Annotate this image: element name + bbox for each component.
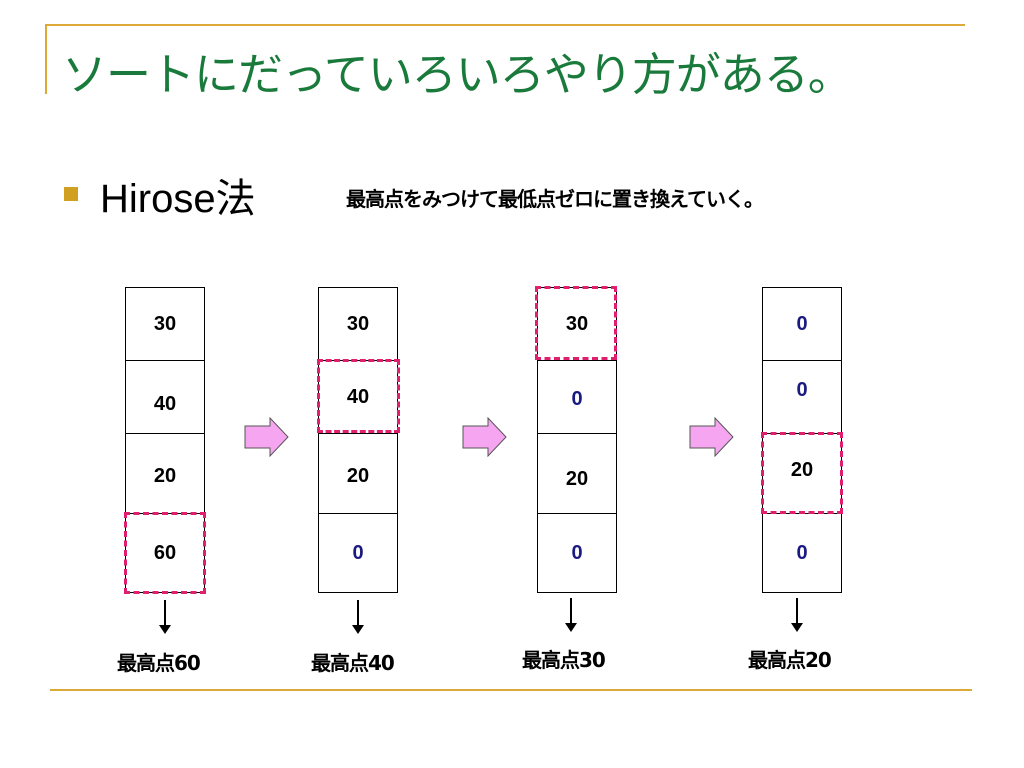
max-highlight-box [761,432,843,514]
cell-value: 20 [565,467,589,490]
cell-value: 0 [796,378,808,401]
step-caption: 最高点20 [748,648,832,672]
down-arrow-icon [352,600,364,634]
step-caption: 最高点40 [311,651,395,675]
cell-value: 0 [571,541,583,564]
cell-value: 40 [346,385,370,408]
step-caption: 最高点30 [522,648,606,672]
cell-divider [763,360,841,361]
cell-divider [319,433,397,434]
right-block-arrow-icon [462,417,507,457]
cell-value: 30 [153,312,177,335]
cell-value: 0 [796,312,808,335]
step-column-1: 30 40 20 60 [125,287,205,593]
step-column-2: 30 40 20 0 [318,287,398,593]
cell-divider [319,513,397,514]
top-rule-horizontal [45,24,965,26]
cell-divider [538,433,616,434]
max-highlight-box [124,512,206,594]
top-rule-vertical [45,24,47,94]
max-highlight-box [317,359,400,433]
cell-value: 0 [796,541,808,564]
cell-value: 0 [571,387,583,410]
cell-value: 40 [153,392,177,415]
cell-value: 0 [352,541,364,564]
cell-value: 60 [153,541,177,564]
cell-value: 20 [346,464,370,487]
down-arrow-icon [791,598,803,632]
step-caption: 最高点60 [117,651,201,675]
down-arrow-icon [159,600,171,634]
max-highlight-box [535,286,617,360]
square-bullet-icon [64,187,78,201]
method-description: 最高点をみつけて最低点ゼロに置き換えていく。 [346,187,764,211]
cell-divider [538,360,616,361]
cell-value: 20 [790,458,814,481]
bottom-rule [50,689,972,691]
cell-value: 30 [565,312,589,335]
step-column-3: 30 0 20 0 [537,287,617,593]
cell-divider [538,513,616,514]
right-block-arrow-icon [244,417,289,457]
cell-divider [126,433,204,434]
right-block-arrow-icon [689,417,734,457]
cell-divider [126,360,204,361]
method-label: Hirose法 [100,177,256,221]
cell-value: 20 [153,464,177,487]
slide-title: ソートにだっていろいろやり方がある。 [62,48,853,101]
down-arrow-icon [565,598,577,632]
cell-value: 30 [346,312,370,335]
